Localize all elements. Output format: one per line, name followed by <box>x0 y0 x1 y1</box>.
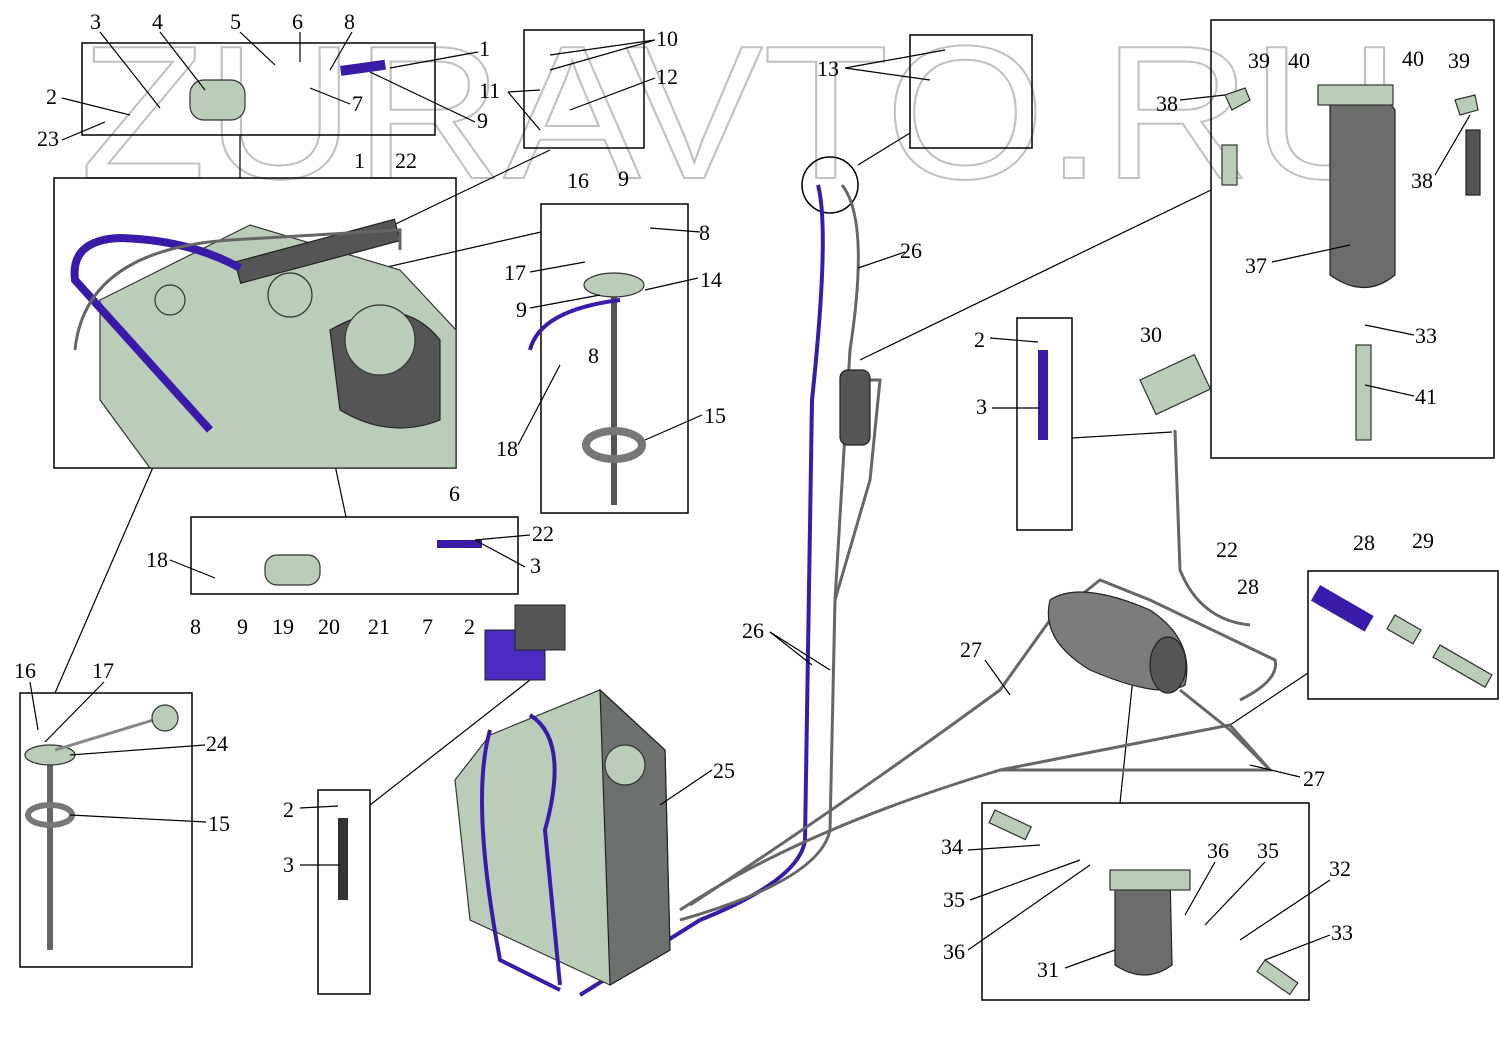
frame-fittings-13 <box>909 34 1033 149</box>
callout-label: 24 <box>206 731 228 756</box>
callout-label: 20 <box>318 614 340 639</box>
callout-label: 10 <box>656 26 678 51</box>
callout-label: 27 <box>1303 766 1325 791</box>
callout-label: 9 <box>477 108 488 133</box>
callout-label: 3 <box>90 9 101 34</box>
callout-label: 17 <box>92 658 114 683</box>
frame-fuel-sender-14 <box>540 203 689 514</box>
electric-pump <box>484 604 566 681</box>
callout-label: 33 <box>1331 920 1353 945</box>
callout-label: 6 <box>292 9 303 34</box>
callout-labels: 3 4 5 6 8 1 7 9 2 23 10 11 12 13 39 40 4… <box>14 9 1470 982</box>
fuel-filter-31 <box>988 809 1299 996</box>
callout-label: 1 <box>354 148 365 173</box>
callout-label: 38 <box>1411 168 1433 193</box>
connector-28-29 <box>1311 585 1493 688</box>
callout-label: 2 <box>464 614 475 639</box>
callout-label: 39 <box>1448 48 1470 73</box>
callout-label: 36 <box>1207 838 1229 863</box>
callout-label: 16 <box>567 168 589 193</box>
detail-frames <box>19 19 1499 1001</box>
callout-label: 32 <box>1329 856 1351 881</box>
callout-label: 7 <box>422 614 433 639</box>
fuel-filter-37 <box>1221 84 1481 441</box>
callout-label: 11 <box>479 78 500 103</box>
callout-label: 22 <box>395 148 417 173</box>
callout-label: 14 <box>700 267 722 292</box>
callout-label: 2 <box>46 84 57 109</box>
leader-lines <box>29 31 1471 969</box>
callout-label: 8 <box>190 614 201 639</box>
callout-label: 23 <box>37 126 59 151</box>
callout-label: 5 <box>230 9 241 34</box>
callout-label: 12 <box>656 64 678 89</box>
hose-clamp-sets <box>189 59 1212 900</box>
callout-label: 9 <box>618 166 629 191</box>
callout-label: 2 <box>283 797 294 822</box>
callout-label: 26 <box>900 238 922 263</box>
fuel-lines <box>578 184 1278 997</box>
callout-label: 17 <box>504 260 526 285</box>
callout-label: 8 <box>699 220 710 245</box>
callout-label: 9 <box>516 297 527 322</box>
callout-label: 3 <box>976 394 987 419</box>
callout-label: 35 <box>1257 838 1279 863</box>
callout-label: 27 <box>960 637 982 662</box>
frame-fuel-filter-31 <box>981 802 1310 1001</box>
frame-tube-set-30 <box>1016 317 1073 531</box>
frame-hose-clamp-set <box>81 42 436 136</box>
watermark: ZURAVTO.RU <box>80 7 1400 219</box>
callout-label: 25 <box>713 758 735 783</box>
callout-label: 8 <box>344 9 355 34</box>
callout-label: 31 <box>1037 957 1059 982</box>
callout-label: 1 <box>479 36 490 61</box>
callout-label: 7 <box>352 91 363 116</box>
heater-unit <box>1047 591 1188 694</box>
detail-circle-13 <box>801 156 859 214</box>
callout-label: 38 <box>1156 91 1178 116</box>
frame-fuel-sender-24 <box>19 692 193 968</box>
callout-label: 37 <box>1245 253 1267 278</box>
fuel-tank-25 <box>454 688 671 992</box>
callout-label: 34 <box>941 834 963 859</box>
fuel-filter-inline <box>839 369 871 446</box>
callout-label: 8 <box>588 343 599 368</box>
callout-label: 39 <box>1248 48 1270 73</box>
callout-label: 13 <box>817 56 839 81</box>
callout-label: 35 <box>943 887 965 912</box>
frame-hose-set-19 <box>190 516 519 595</box>
frame-fuel-filter-37 <box>1210 19 1495 459</box>
callout-label: 26 <box>742 618 764 643</box>
callout-label: 30 <box>1140 322 1162 347</box>
callout-label: 9 <box>237 614 248 639</box>
callout-label: 21 <box>368 614 390 639</box>
tank-top-view <box>70 218 457 469</box>
callout-label: 40 <box>1402 46 1424 71</box>
callout-label: 41 <box>1415 384 1437 409</box>
callout-label: 16 <box>14 658 36 683</box>
callout-label: 3 <box>283 852 294 877</box>
callout-label: 3 <box>530 553 541 578</box>
callout-label: 36 <box>943 939 965 964</box>
callout-label: 29 <box>1412 528 1434 553</box>
frame-banjo-fitting <box>523 29 645 149</box>
callout-label: 28 <box>1237 574 1259 599</box>
callout-label: 22 <box>1216 537 1238 562</box>
callout-label: 4 <box>152 9 163 34</box>
callout-label: 28 <box>1353 530 1375 555</box>
frame-connector-28-29 <box>1307 570 1499 700</box>
callout-label: 15 <box>208 811 230 836</box>
callout-label: 19 <box>272 614 294 639</box>
fuel-level-senders <box>24 272 646 950</box>
frame-tube-set-pump <box>317 789 371 995</box>
callout-label: 6 <box>449 481 460 506</box>
callout-label: 18 <box>146 547 168 572</box>
callout-label: 22 <box>532 521 554 546</box>
callout-label: 33 <box>1415 323 1437 348</box>
callout-label: 18 <box>496 436 518 461</box>
callout-label: 40 <box>1288 48 1310 73</box>
callout-label: 15 <box>704 403 726 428</box>
callout-label: 2 <box>974 327 985 352</box>
